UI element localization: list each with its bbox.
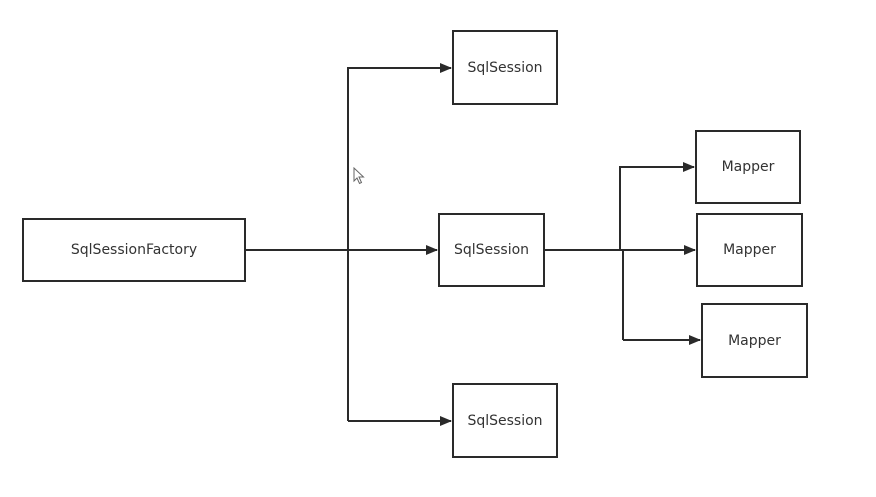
mapper-label: Mapper	[721, 159, 775, 175]
sql-session-factory-label: SqlSessionFactory	[70, 242, 198, 258]
mapper-box: Mapper	[696, 213, 803, 287]
mapper-label: Mapper	[728, 332, 781, 349]
mapper-label: Mapper	[723, 242, 776, 258]
mapper-box: Mapper	[695, 130, 801, 204]
sql-session-box: SqlSession	[438, 213, 545, 287]
mouse-pointer-icon	[353, 167, 365, 185]
sql-session-label: SqlSession	[467, 412, 543, 429]
sql-session-box: SqlSession	[452, 383, 558, 458]
mapper-box: Mapper	[701, 303, 808, 378]
sql-session-label: SqlSession	[467, 59, 543, 76]
sql-session-label: SqlSession	[453, 242, 530, 258]
sql-session-box: SqlSession	[452, 30, 558, 105]
sql-session-factory-box: SqlSessionFactory	[22, 218, 246, 282]
